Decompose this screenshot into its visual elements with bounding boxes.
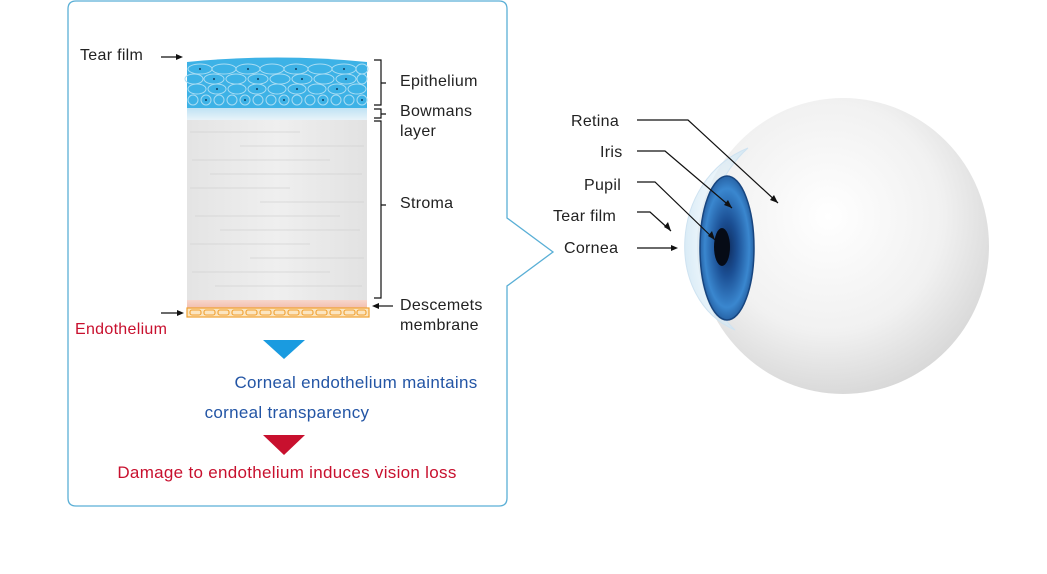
retina-label: Retina xyxy=(571,113,620,130)
iris-label: Iris xyxy=(600,144,623,161)
iris-leader-line xyxy=(637,150,733,209)
red-down-arrow-icon xyxy=(263,435,305,455)
epithelium-label: Epithelium xyxy=(400,73,478,90)
endothelium-pointer-arrow xyxy=(161,310,184,316)
descemets-label-line2: membrane xyxy=(400,317,479,334)
bowmans-layer-label: Bowmans layer xyxy=(400,102,472,142)
bowmans-bracket xyxy=(374,108,386,119)
tear-film-label: Tear film xyxy=(80,47,144,64)
blue-down-arrow-icon xyxy=(263,340,305,359)
eyeball-illustration xyxy=(684,98,989,394)
tear-film-pointer-arrow xyxy=(161,54,183,60)
descemets-membrane-layer xyxy=(187,300,367,308)
stroma-label: Stroma xyxy=(400,195,454,212)
endothelium-label: Endothelium xyxy=(75,321,168,338)
descemets-pointer-arrow xyxy=(372,303,393,309)
endothelium-layer xyxy=(186,307,370,318)
tear-film-eye-leader-line xyxy=(637,211,672,232)
epithelium-bracket xyxy=(374,59,386,106)
retina-leader-line xyxy=(637,119,779,204)
bowmans-label-line2: layer xyxy=(400,123,437,140)
maintains-message-line2: corneal transparency xyxy=(204,403,370,422)
stroma-layer xyxy=(187,120,367,300)
bowmans-label-line1: Bowmans xyxy=(400,103,473,120)
tear-film-eye-label: Tear film xyxy=(553,208,617,225)
damage-message: Damage to endothelium induces vision los… xyxy=(117,463,457,482)
descemets-label-line1: Descemets xyxy=(400,297,483,314)
pupil-label: Pupil xyxy=(584,177,622,194)
stroma-bracket xyxy=(374,120,386,299)
pupil-leader-line xyxy=(637,181,716,241)
descemets-membrane-label: Descemets membrane xyxy=(400,296,483,336)
cornea-label: Cornea xyxy=(564,240,619,257)
maintains-message-line1: Corneal endothelium maintains xyxy=(234,373,478,392)
epithelium-layer xyxy=(184,62,369,108)
bowmans-layer xyxy=(187,108,367,120)
